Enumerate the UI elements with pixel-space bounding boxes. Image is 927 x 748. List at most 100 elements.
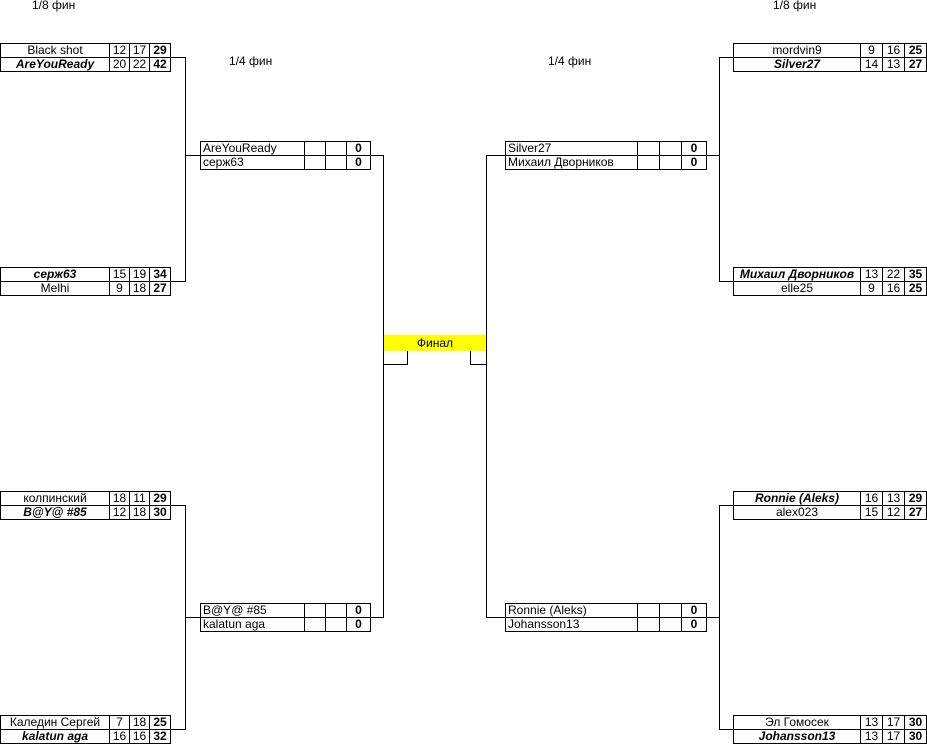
score-total[interactable]: 30 <box>904 729 927 744</box>
score-game-2[interactable]: 16 <box>882 281 905 296</box>
score-total[interactable]: 0 <box>681 155 707 170</box>
score-game-1[interactable]: 7 <box>109 715 130 730</box>
player-name[interactable]: Михаил Дворников <box>733 267 861 282</box>
score-total[interactable]: 27 <box>904 505 927 520</box>
player-name[interactable]: kalatun aga <box>0 729 110 744</box>
score-game-1[interactable]: 9 <box>860 43 883 58</box>
player-name[interactable]: серж63 <box>200 155 305 170</box>
player-name[interactable]: B@Y@ #85 <box>0 505 110 520</box>
score-game-1[interactable]: 18 <box>109 491 130 506</box>
player-name[interactable]: elle25 <box>733 281 861 296</box>
score-total[interactable]: 25 <box>904 43 927 58</box>
score-game-2[interactable]: 19 <box>129 267 150 282</box>
score-game-2[interactable]: 22 <box>129 57 150 72</box>
player-name[interactable]: alex023 <box>733 505 861 520</box>
score-game-2[interactable] <box>325 155 347 170</box>
player-name[interactable]: Johansson13 <box>733 729 861 744</box>
score-total[interactable]: 0 <box>346 603 371 618</box>
player-row-winner: kalatun aga 16 16 32 <box>0 729 171 744</box>
player-name[interactable]: колпинский <box>0 491 110 506</box>
score-total[interactable]: 30 <box>149 505 171 520</box>
score-total[interactable]: 27 <box>149 281 171 296</box>
score-game-2[interactable]: 16 <box>129 729 150 744</box>
score-total[interactable]: 0 <box>681 603 707 618</box>
score-game-1[interactable]: 9 <box>860 281 883 296</box>
score-game-1[interactable]: 13 <box>860 267 883 282</box>
score-game-2[interactable] <box>659 617 682 632</box>
player-name[interactable]: Эл Гомосек <box>733 715 861 730</box>
score-game-1[interactable]: 15 <box>109 267 130 282</box>
score-total[interactable]: 0 <box>681 141 707 156</box>
score-total[interactable]: 29 <box>904 491 927 506</box>
score-game-1[interactable] <box>304 617 326 632</box>
score-game-2[interactable]: 13 <box>882 57 905 72</box>
score-total[interactable]: 27 <box>904 57 927 72</box>
score-game-1[interactable]: 16 <box>860 491 883 506</box>
score-total[interactable]: 0 <box>346 617 371 632</box>
player-name[interactable]: Johansson13 <box>505 617 638 632</box>
score-game-1[interactable]: 12 <box>109 43 130 58</box>
player-name[interactable]: kalatun aga <box>200 617 305 632</box>
score-game-2[interactable] <box>659 141 682 156</box>
score-game-1[interactable]: 20 <box>109 57 130 72</box>
score-total[interactable]: 0 <box>346 141 371 156</box>
score-game-1[interactable]: 9 <box>109 281 130 296</box>
score-total[interactable]: 25 <box>149 715 171 730</box>
score-game-1[interactable]: 12 <box>109 505 130 520</box>
player-row: kalatun aga 0 <box>200 617 371 632</box>
score-game-1[interactable] <box>304 141 326 156</box>
score-game-1[interactable]: 13 <box>860 715 883 730</box>
score-game-1[interactable] <box>637 617 660 632</box>
score-game-1[interactable] <box>637 141 660 156</box>
score-game-2[interactable]: 18 <box>129 505 150 520</box>
score-game-1[interactable] <box>637 155 660 170</box>
score-game-1[interactable] <box>637 603 660 618</box>
score-game-2[interactable]: 22 <box>882 267 905 282</box>
player-name[interactable]: серж63 <box>0 267 110 282</box>
score-game-1[interactable] <box>304 155 326 170</box>
score-total[interactable]: 29 <box>149 43 171 58</box>
score-total[interactable]: 34 <box>149 267 171 282</box>
score-total[interactable]: 35 <box>904 267 927 282</box>
score-game-2[interactable] <box>325 141 347 156</box>
score-game-2[interactable]: 17 <box>882 729 905 744</box>
score-total[interactable]: 42 <box>149 57 171 72</box>
score-game-2[interactable]: 17 <box>129 43 150 58</box>
player-name[interactable]: Silver27 <box>733 57 861 72</box>
player-name[interactable]: AreYouReady <box>200 141 305 156</box>
score-game-2[interactable]: 13 <box>882 491 905 506</box>
score-game-2[interactable]: 17 <box>882 715 905 730</box>
score-game-1[interactable]: 14 <box>860 57 883 72</box>
score-game-2[interactable] <box>325 603 347 618</box>
score-total[interactable]: 0 <box>346 155 371 170</box>
player-name[interactable]: AreYouReady <box>0 57 110 72</box>
player-name[interactable]: Melhi <box>0 281 110 296</box>
player-name[interactable]: Михаил Дворников <box>505 155 638 170</box>
score-game-1[interactable]: 13 <box>860 729 883 744</box>
score-game-1[interactable]: 16 <box>109 729 130 744</box>
score-game-1[interactable]: 15 <box>860 505 883 520</box>
player-row: elle25 9 16 25 <box>733 281 927 296</box>
score-total[interactable]: 0 <box>681 617 707 632</box>
match-r16-8: Эл Гомосек 13 17 30 Johansson13 13 17 30 <box>733 715 927 744</box>
score-game-2[interactable] <box>325 617 347 632</box>
score-total[interactable]: 30 <box>904 715 927 730</box>
score-game-2[interactable]: 11 <box>129 491 150 506</box>
player-name[interactable]: Каледин Сергей <box>0 715 110 730</box>
score-game-2[interactable] <box>659 155 682 170</box>
score-game-2[interactable]: 16 <box>882 43 905 58</box>
score-total[interactable]: 32 <box>149 729 171 744</box>
score-game-2[interactable]: 12 <box>882 505 905 520</box>
score-game-2[interactable]: 18 <box>129 281 150 296</box>
score-game-1[interactable] <box>304 603 326 618</box>
score-game-2[interactable] <box>659 603 682 618</box>
player-name[interactable]: Ronnie (Aleks) <box>505 603 638 618</box>
player-name[interactable]: Black shot <box>0 43 110 58</box>
score-game-2[interactable]: 18 <box>129 715 150 730</box>
score-total[interactable]: 25 <box>904 281 927 296</box>
player-name[interactable]: Ronnie (Aleks) <box>733 491 861 506</box>
player-name[interactable]: mordvin9 <box>733 43 861 58</box>
score-total[interactable]: 29 <box>149 491 171 506</box>
player-name[interactable]: B@Y@ #85 <box>200 603 305 618</box>
player-name[interactable]: Silver27 <box>505 141 638 156</box>
